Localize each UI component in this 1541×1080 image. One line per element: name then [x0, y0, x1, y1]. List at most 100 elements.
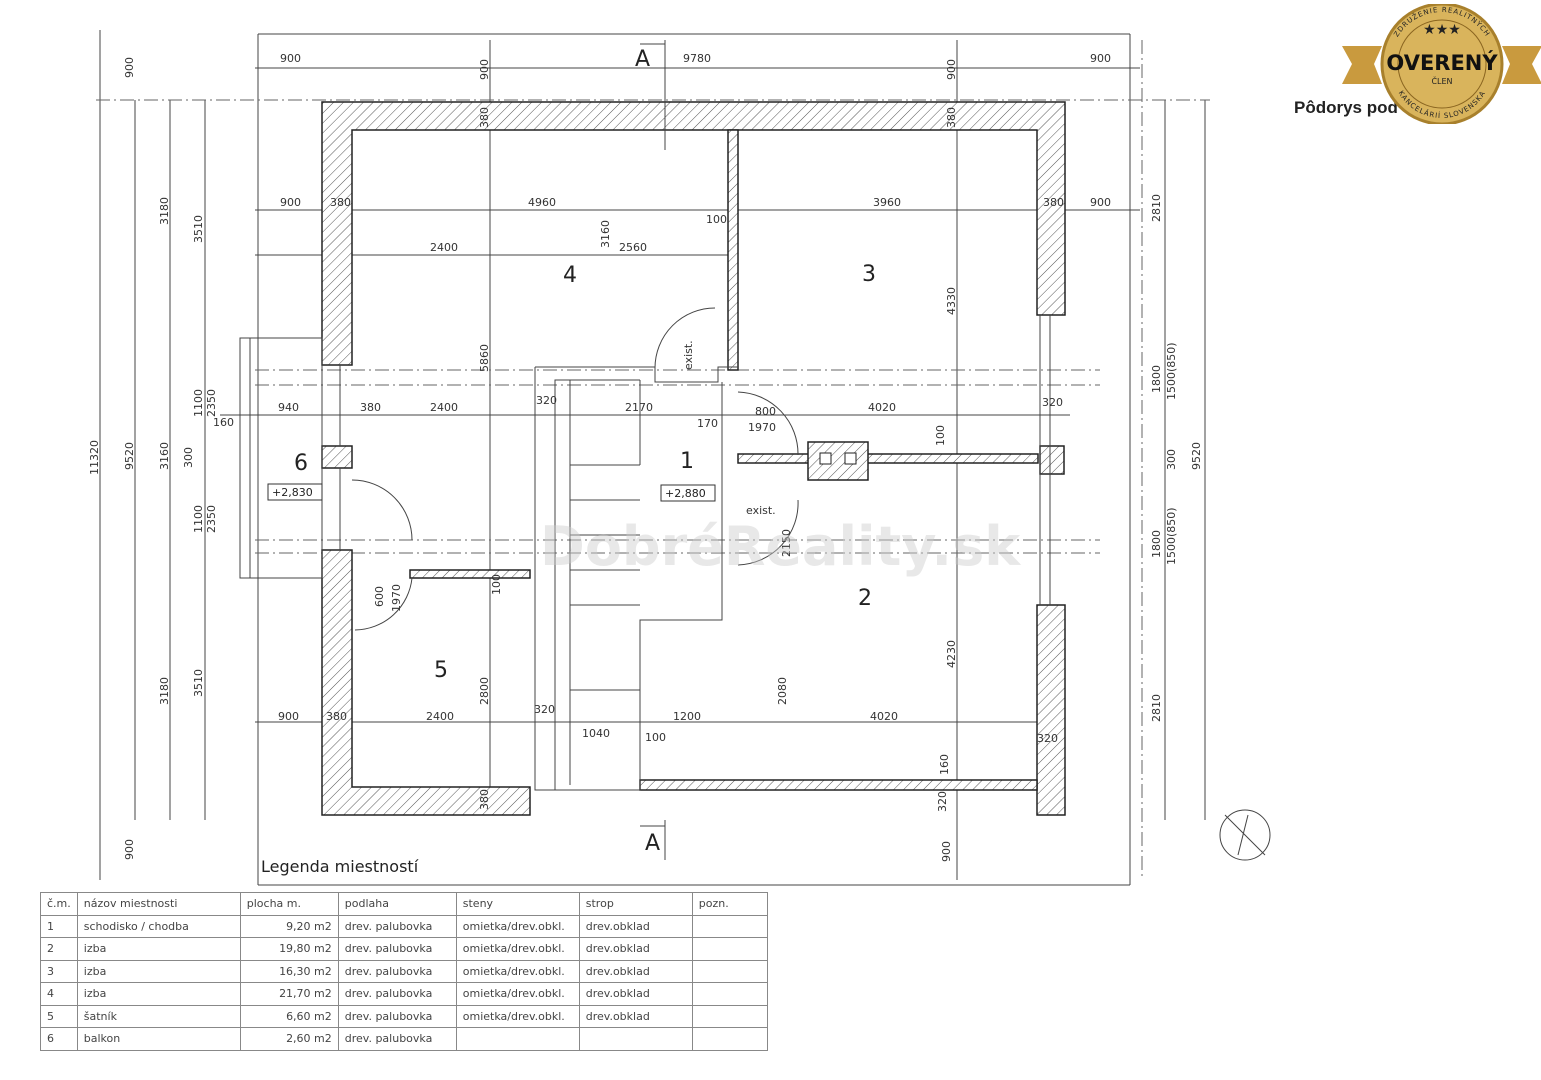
- table-cell: drev.obklad: [578, 914, 693, 938]
- page-title: Pôdorys pod: [1294, 98, 1398, 117]
- dimension-label: 1040: [582, 727, 610, 740]
- interior-lines: [239, 40, 1271, 861]
- verified-member-badge: ★★★ OVERENÝ ČLEN ZDRUŽENIE REALITNÝCH KA…: [1342, 4, 1541, 124]
- dimension-label: 380: [478, 789, 491, 810]
- dimension-label: 380: [360, 401, 381, 414]
- table-cell: 1: [40, 914, 78, 938]
- dimension-label: 3160: [158, 442, 171, 470]
- table-cell: [455, 1027, 580, 1051]
- dimension-label: 5860: [478, 344, 491, 372]
- dimension-label: 4330: [945, 287, 958, 315]
- dimension-label: 1100: [192, 389, 205, 417]
- table-cell: 21,70 m2: [239, 982, 339, 1006]
- dimension-label: 940: [278, 401, 299, 414]
- stars-icon: ★★★: [1423, 22, 1461, 38]
- table-cell: 3: [40, 959, 78, 983]
- dimension-label: 2350: [205, 505, 218, 533]
- dimension-label: 100: [934, 425, 947, 446]
- dimension-label: 320: [536, 394, 557, 407]
- dimension-label: 1970: [390, 584, 403, 612]
- table-cell: 16,30 m2: [239, 959, 339, 983]
- level-mark: +2,880: [665, 487, 706, 500]
- dimension-label: 3180: [158, 197, 171, 225]
- badge-main-text: OVERENÝ: [1386, 50, 1498, 75]
- dimension-label: 2800: [478, 677, 491, 705]
- table-cell: 5: [40, 1004, 78, 1028]
- dimension-label: 2810: [1150, 694, 1163, 722]
- dimension-label: 2400: [426, 710, 454, 723]
- level-mark: +2,830: [272, 486, 313, 499]
- table-cell: [578, 1027, 693, 1051]
- dimension-label: 2810: [1150, 194, 1163, 222]
- table-cell: drev. palubovka: [337, 1027, 457, 1051]
- table-cell: 9,20 m2: [239, 914, 339, 938]
- table-cell: šatník: [76, 1004, 241, 1028]
- table-cell: 4: [40, 982, 78, 1006]
- dimension-label: 3160: [599, 220, 612, 248]
- dimension-label: 1500(850): [1165, 507, 1178, 565]
- table-cell: omietka/drev.obkl.: [455, 959, 580, 983]
- table-cell: izba: [76, 959, 241, 983]
- dimension-label: 1100: [192, 505, 205, 533]
- dimension-label: 800: [755, 405, 776, 418]
- dimension-label: 170: [697, 417, 718, 430]
- table-cell: 19,80 m2: [239, 937, 339, 961]
- dimension-label: 2400: [430, 241, 458, 254]
- table-cell: pozn.: [691, 892, 768, 916]
- dimension-label: 100: [490, 574, 503, 595]
- table-cell: izba: [76, 982, 241, 1006]
- room-number-5: 5: [434, 658, 448, 683]
- dimension-label: 4960: [528, 196, 556, 209]
- dimension-label: 1200: [673, 710, 701, 723]
- table-cell: názov miestnosti: [76, 892, 241, 916]
- dimension-label: 900: [1090, 52, 1111, 65]
- dimension-label: 3180: [158, 677, 171, 705]
- dimension-label: 380: [1043, 196, 1064, 209]
- dimension-label: 2170: [625, 401, 653, 414]
- dimension-label: 380: [945, 107, 958, 128]
- badge-sub-text: ČLEN: [1431, 75, 1452, 86]
- table-cell: drev. palubovka: [337, 959, 457, 983]
- table-cell: drev. palubovka: [337, 1004, 457, 1028]
- dimension-label: 900: [940, 841, 953, 862]
- section-mark-bottom: A: [645, 831, 660, 856]
- dimension-label: 900: [280, 52, 301, 65]
- watermark: DobréReality.sk: [540, 515, 1021, 578]
- room-number-4: 4: [563, 263, 577, 288]
- table-cell: [691, 1004, 768, 1028]
- dimension-label: 900: [123, 57, 136, 78]
- dimension-label: 900: [478, 59, 491, 80]
- room-number-1: 1: [680, 449, 694, 474]
- dimension-label: 900: [1090, 196, 1111, 209]
- table-cell: [691, 937, 768, 961]
- dimension-label: 2080: [776, 677, 789, 705]
- table-cell: drev.obklad: [578, 982, 693, 1006]
- table-cell: izba: [76, 937, 241, 961]
- table-cell: 6: [40, 1027, 78, 1051]
- table-cell: drev.obklad: [578, 1004, 693, 1028]
- table-cell: 6,60 m2: [239, 1004, 339, 1028]
- table-cell: [691, 914, 768, 938]
- table-cell: č.m.: [40, 892, 78, 916]
- table-cell: drev. palubovka: [337, 914, 457, 938]
- table-cell: 2,60 m2: [239, 1027, 339, 1051]
- dimension-label: 300: [182, 447, 195, 468]
- table-cell: drev.obklad: [578, 959, 693, 983]
- dimension-label: 160: [938, 754, 951, 775]
- dimension-label: 3960: [873, 196, 901, 209]
- dimension-label: 900: [280, 196, 301, 209]
- table-cell: omietka/drev.obkl.: [455, 914, 580, 938]
- dimension-label: 11320: [88, 440, 101, 475]
- dimension-label: 320: [936, 791, 949, 812]
- dimension-label: 380: [478, 107, 491, 128]
- room-number-3: 3: [862, 262, 876, 287]
- section-mark-top: A: [635, 47, 650, 72]
- table-cell: drev. palubovka: [337, 982, 457, 1006]
- table-cell: steny: [455, 892, 580, 916]
- level-box: [660, 484, 716, 502]
